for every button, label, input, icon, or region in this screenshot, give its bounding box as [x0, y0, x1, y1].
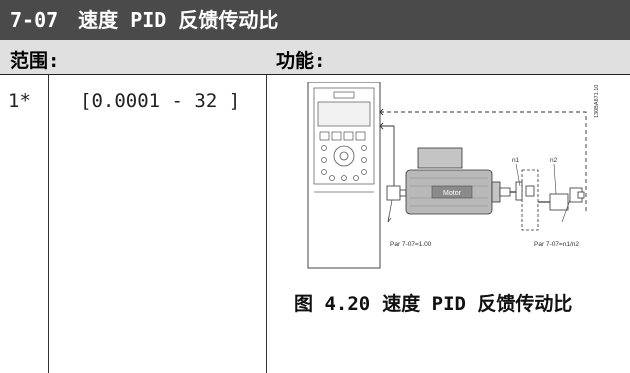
par-right-label: Par 7-07=n1/n2 — [534, 241, 579, 248]
default-value: 1* — [8, 90, 31, 112]
drive-unit — [307, 82, 381, 269]
parameter-title: 速度 PID 反馈传动比 — [78, 8, 279, 32]
figure-caption: 图 4.20 速度 PID 反馈传动比 — [294, 289, 584, 316]
n2-label: n2 — [550, 157, 558, 164]
motor-encoder — [386, 185, 407, 223]
figure-title: 速度 PID 反馈传动比 — [382, 293, 573, 315]
gear-ratio-diagram: Motor n1 n2 Par 7-07=1.00 Par 7-07=n1/n2… — [307, 82, 600, 269]
parameter-code: 7-07 — [10, 8, 59, 32]
drive-display — [317, 101, 371, 127]
feedback-lines — [379, 108, 587, 212]
figure-number: 图 4.20 — [294, 293, 371, 315]
gearbox: n1 n2 — [510, 157, 585, 231]
parameter-title-bar: 7-07 速度 PID 反馈传动比 — [0, 0, 630, 40]
range-header: 范围: — [10, 50, 60, 72]
range-value: [0.0001 - 32 ] — [80, 90, 241, 112]
motor-label: Motor — [443, 190, 462, 197]
par-left-label: Par 7-07=1.00 — [390, 241, 432, 248]
table-header: 范围: 功能: — [0, 40, 630, 75]
column-divider — [48, 75, 49, 373]
motor: Motor — [405, 147, 511, 215]
function-header: 功能: — [276, 50, 326, 72]
n1-label: n1 — [512, 157, 520, 164]
figure-id: 130BA871.10 — [594, 85, 600, 118]
column-divider — [266, 75, 267, 373]
navigation-wheel — [333, 145, 355, 167]
